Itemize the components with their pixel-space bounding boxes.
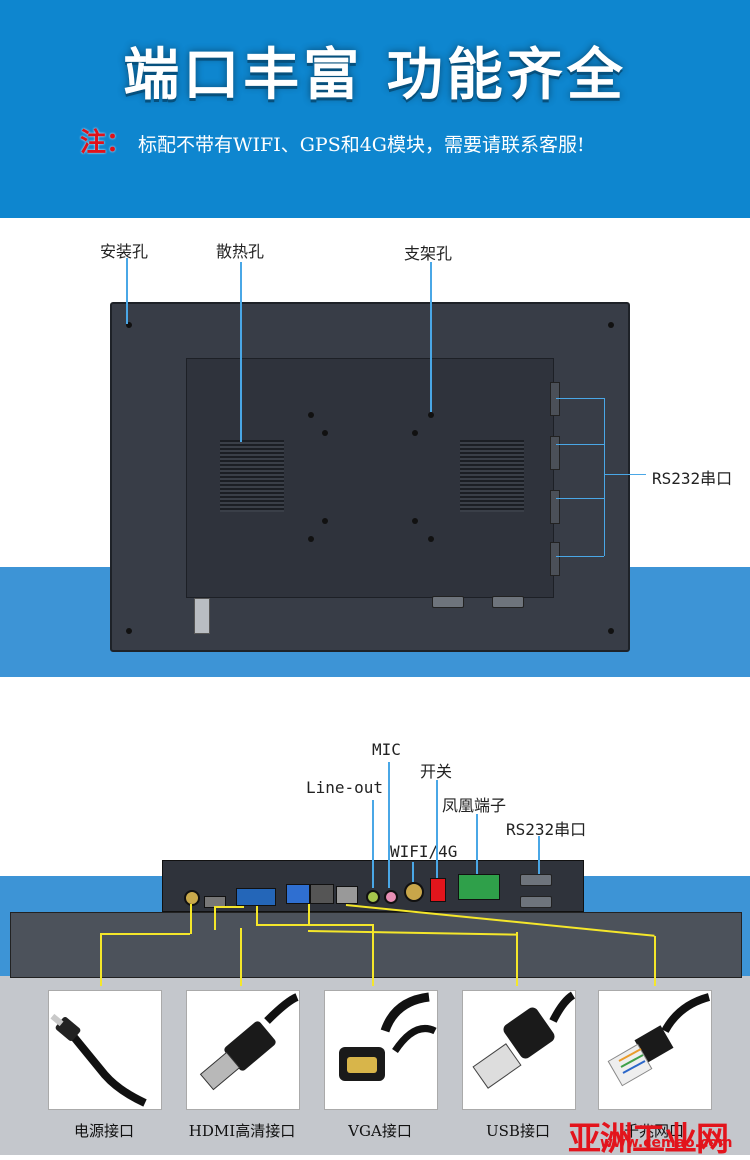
callout-line <box>256 906 258 926</box>
rs232-port-side <box>550 382 560 416</box>
antenna-connector <box>404 882 424 902</box>
callout-line <box>430 262 432 412</box>
callout-line <box>372 800 374 888</box>
vga-port <box>236 888 276 906</box>
vent-grille-right <box>460 440 524 512</box>
bracket-hole <box>428 412 434 418</box>
bracket-hole <box>322 430 328 436</box>
connector-card-vga <box>324 990 438 1110</box>
db9-port <box>520 874 552 886</box>
mount-hole <box>608 628 614 634</box>
label-switch: 开关 <box>420 762 453 781</box>
callout-line <box>516 932 518 986</box>
bracket-hole <box>308 412 314 418</box>
note-line: 注：标配不带有WIFI、GPS和4G模块，需要请联系客服! <box>80 122 720 159</box>
callout-line <box>256 924 374 926</box>
bracket-hole <box>322 518 328 524</box>
caption-power: 电源接口 <box>73 1122 134 1140</box>
connector-card-power <box>48 990 162 1110</box>
rj45-plug-icon <box>607 993 711 1087</box>
callout-line <box>388 762 390 888</box>
callout-line <box>556 498 604 499</box>
caption-vga: VGA接口 <box>348 1122 412 1140</box>
callout-line <box>240 262 242 442</box>
power-switch <box>430 878 446 902</box>
callout-line <box>308 904 310 926</box>
label-wifi-4g: WIFI/4G <box>390 842 458 861</box>
callout-line <box>604 474 646 475</box>
line-out-jack <box>366 890 380 904</box>
connector-card-ethernet <box>598 990 712 1110</box>
label-mount-hole: 安装孔 <box>100 242 149 261</box>
callout-line <box>100 933 190 935</box>
callout-line <box>604 398 605 556</box>
callout-line <box>556 398 604 399</box>
bracket-hole <box>308 536 314 542</box>
watermark-url: www.cemao.com <box>600 1135 733 1151</box>
callout-line <box>412 862 414 882</box>
connector-card-hdmi <box>186 990 300 1110</box>
caption-usb: USB接口 <box>486 1122 550 1140</box>
label-phoenix: 凤凰端子 <box>442 796 507 815</box>
bracket-hole <box>428 536 434 542</box>
label-rs232-side: RS232串口 <box>506 820 587 839</box>
panel-bezel <box>10 912 742 978</box>
callout-line <box>476 814 478 874</box>
callout-line <box>100 934 102 986</box>
mount-hole <box>126 628 132 634</box>
vent-grille-left <box>220 440 284 512</box>
vga-plug-icon <box>339 992 437 1081</box>
usb3-port <box>286 884 310 904</box>
rs232-port-side <box>550 542 560 576</box>
callout-line <box>240 928 242 986</box>
rs232-port-side <box>550 436 560 470</box>
label-vent: 散热孔 <box>216 242 265 261</box>
rs232-port-side <box>550 490 560 524</box>
callout-line <box>654 936 656 986</box>
watermark-brand: 亚洲工业网 <box>568 1119 729 1158</box>
connector-card-usb <box>462 990 576 1110</box>
label-bracket-hole: 支架孔 <box>404 244 453 263</box>
note-text: 标配不带有WIFI、GPS和4G模块，需要请联系客服! <box>138 134 585 156</box>
callout-line <box>190 904 192 934</box>
label-line-out: Line-out <box>306 778 384 797</box>
page-title: 端口丰富 功能齐全 <box>123 43 627 108</box>
label-rs232-rear: RS232串口 <box>652 469 733 488</box>
caption-ethernet: 千兆网口 <box>623 1122 684 1140</box>
hdmi-plug-icon <box>199 993 299 1091</box>
callout-line <box>538 836 540 874</box>
antenna-connector <box>194 598 210 634</box>
side-view-section <box>0 680 750 876</box>
callout-line <box>214 906 244 930</box>
db9-port <box>520 896 552 908</box>
label-mic: MIC <box>372 740 401 759</box>
callout-line <box>556 444 604 445</box>
caption-hdmi: HDMI高清接口 <box>188 1122 296 1140</box>
mount-hole <box>608 322 614 328</box>
callout-line <box>436 780 438 878</box>
db9-port <box>432 596 464 608</box>
bracket-hole <box>412 518 418 524</box>
header-banner <box>0 0 750 218</box>
usb2-port <box>310 884 334 904</box>
lan-port <box>336 886 358 904</box>
callout-line <box>126 258 128 324</box>
note-mark: 注： <box>80 128 133 158</box>
callout-line <box>372 926 374 986</box>
dc-jack <box>184 890 200 906</box>
dc-power-plug-icon <box>50 1013 147 1107</box>
db9-port <box>492 596 524 608</box>
usb-plug-icon <box>472 991 576 1089</box>
bracket-hole <box>412 430 418 436</box>
callout-line <box>556 556 604 557</box>
mic-jack <box>384 890 398 904</box>
phoenix-terminal <box>458 874 500 900</box>
mount-hole <box>126 322 132 328</box>
